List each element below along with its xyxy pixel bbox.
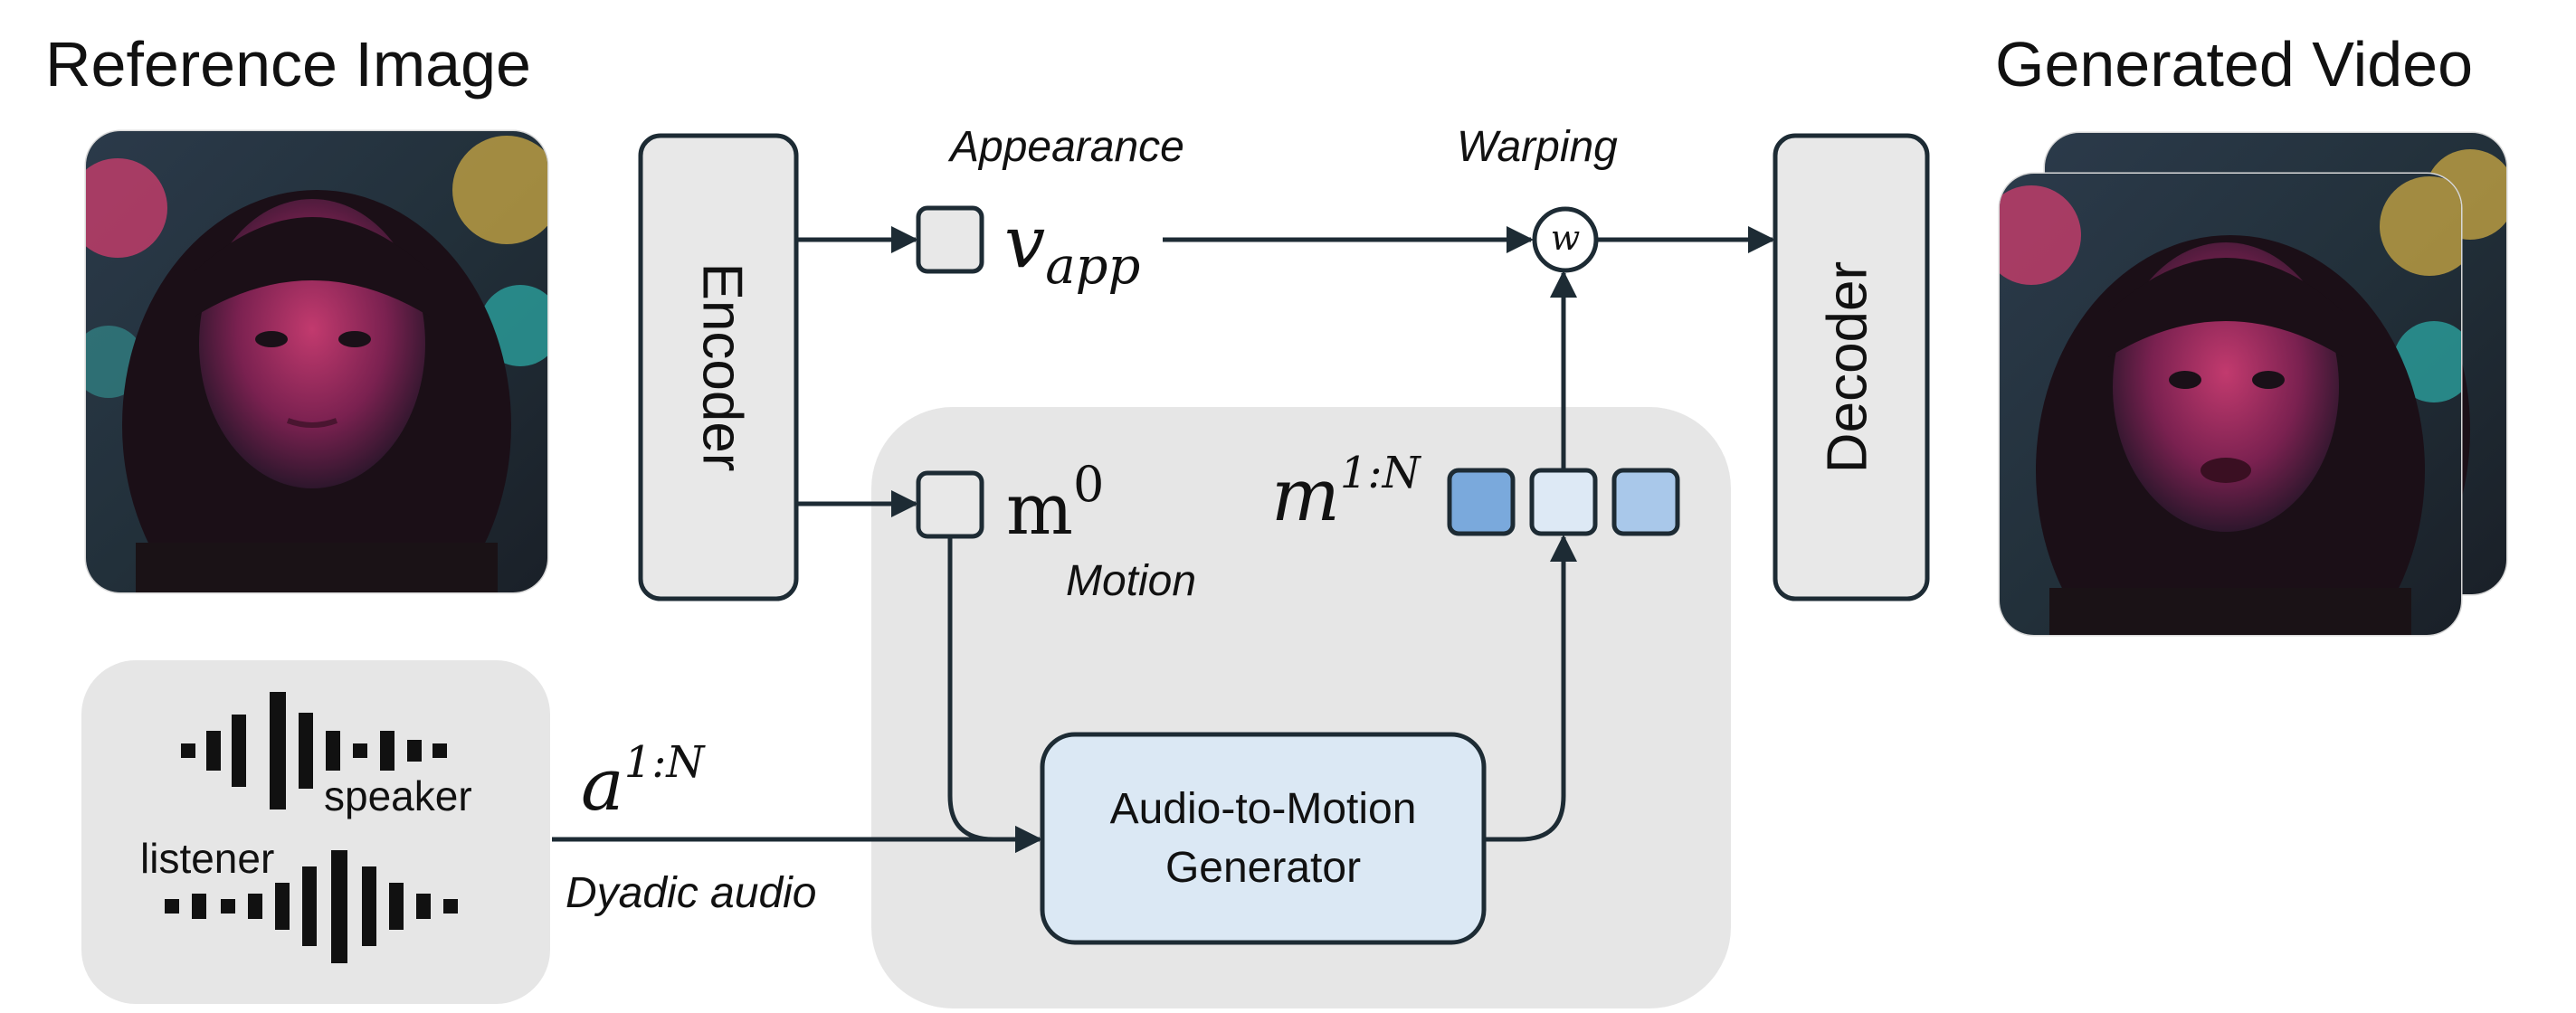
listener-label: listener [140,835,274,882]
audio-panel [81,660,550,1004]
decoder-block [1773,133,1930,601]
mN-symbol: m1:N [1271,448,1422,537]
generated-video-frames [1998,131,2508,637]
reference-image [84,129,549,594]
motion-token-2 [1529,468,1598,536]
encoder-label: Encoder [691,263,754,472]
warping-label: Warping [1457,123,1618,171]
motion-token-1 [1447,468,1516,536]
reference-image-title: Reference Image [45,29,531,99]
speaker-label: speaker [324,772,472,819]
appearance-label: Appearance [947,123,1184,171]
v-app-symbol: vapp [1004,200,1140,296]
audio-to-motion-generator [1040,732,1487,945]
dyadic-audio-label: Dyadic audio [566,869,817,917]
connectors [552,226,1775,853]
generated-video-title: Generated Video [1995,29,2473,99]
motion-token-3 [1611,468,1680,536]
encoder-block [638,133,799,601]
a2m-label-line1: Audio-to-Motion [1110,785,1417,833]
m0-symbol: m0 [1006,456,1104,551]
a-symbol: a1:N [581,737,706,827]
warp-symbol: w [1551,218,1581,258]
appearance-token [916,205,984,274]
a2m-label-line2: Generator [1165,844,1361,892]
motion-label: Motion [1066,557,1196,605]
decoder-label: Decoder [1816,261,1878,473]
listener-waveform-icon [165,850,458,963]
motion-m0-token [916,470,984,539]
speaker-waveform-icon [181,692,447,809]
